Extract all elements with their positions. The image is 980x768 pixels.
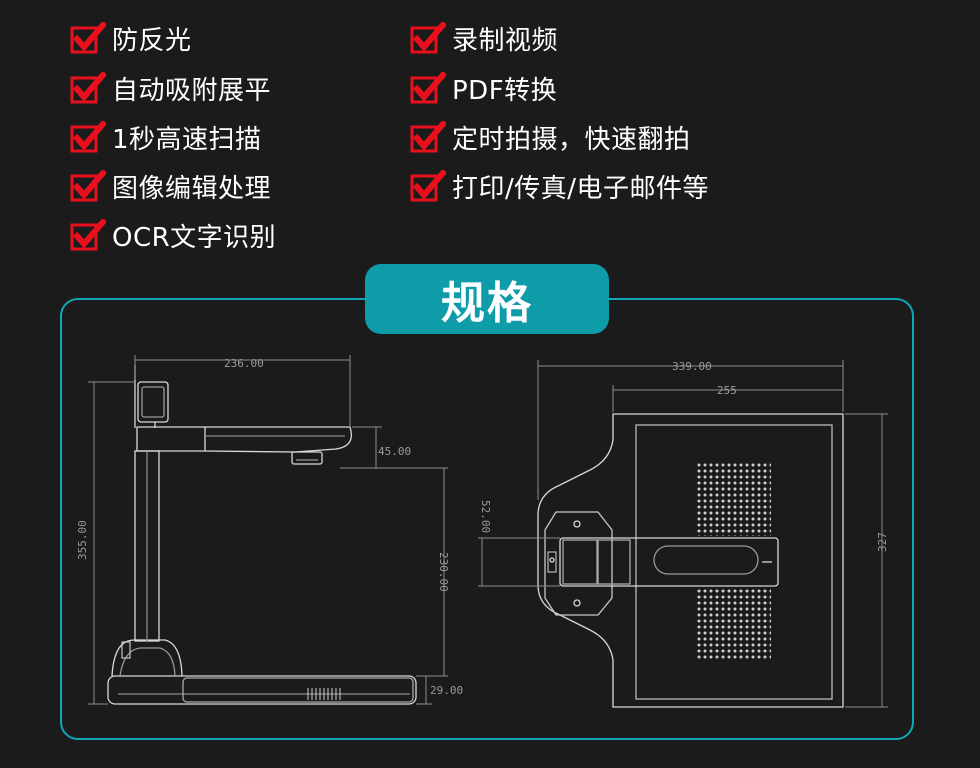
feature-item: PDF转换 xyxy=(410,68,557,108)
dim-plate-width-label: 255 xyxy=(717,384,737,397)
feature-label: OCR文字识别 xyxy=(112,222,277,253)
dim-head-width-label: 52.00 xyxy=(479,500,492,533)
feature-item: 打印/传真/电子邮件等 xyxy=(410,166,709,206)
checkbox-check-icon xyxy=(410,72,446,104)
dim-total-height-label: 355.00 xyxy=(76,520,89,560)
feature-label: 防反光 xyxy=(112,25,192,56)
feature-item: 录制视频 xyxy=(410,18,558,58)
feature-item: 定时拍摄，快速翻拍 xyxy=(410,117,691,157)
checkbox-check-icon xyxy=(410,121,446,153)
top-view-labels: 339.00 255 327 52.00 xyxy=(479,360,889,552)
feature-label: 1秒高速扫描 xyxy=(112,124,262,155)
spec-title-badge: 规格 xyxy=(365,264,609,334)
checkbox-check-icon xyxy=(70,170,106,202)
checkbox-check-icon xyxy=(70,219,106,251)
dim-width-label: 236.00 xyxy=(224,357,264,370)
feature-item: 1秒高速扫描 xyxy=(70,117,262,157)
checkbox-check-icon xyxy=(70,72,106,104)
dotted-pad-upper xyxy=(697,463,771,536)
side-view-drawing xyxy=(107,365,417,705)
feature-item: OCR文字识别 xyxy=(70,215,276,255)
feature-list: 防反光 自动吸附展平 1秒高速扫描 图像编辑处理 OCR文字识别 xyxy=(0,0,980,260)
feature-label: 打印/传真/电子邮件等 xyxy=(452,173,710,204)
top-view-dimension-lines xyxy=(478,360,888,708)
feature-label: PDF转换 xyxy=(452,75,558,106)
side-view-labels: 236.00 45.00 29.00 355.00 230.00 xyxy=(76,357,463,697)
dim-overall-width-label: 339.00 xyxy=(672,360,712,373)
dim-head-height-label: 45.00 xyxy=(378,445,411,458)
dim-depth-label: 327 xyxy=(876,532,889,552)
spec-title: 规格 xyxy=(441,278,533,329)
dim-clearance-label: 230.00 xyxy=(437,552,450,592)
feature-label: 定时拍摄，快速翻拍 xyxy=(452,124,691,155)
side-view-dimension-lines xyxy=(88,355,448,705)
dotted-pad-lower xyxy=(697,588,771,661)
checkbox-check-icon xyxy=(70,121,106,153)
feature-item: 防反光 xyxy=(70,18,192,58)
checkbox-check-icon xyxy=(410,22,446,54)
checkbox-check-icon xyxy=(70,22,106,54)
feature-label: 录制视频 xyxy=(452,25,559,56)
feature-item: 图像编辑处理 xyxy=(70,166,271,206)
feature-label: 图像编辑处理 xyxy=(112,173,272,204)
checkbox-check-icon xyxy=(410,170,446,202)
feature-item: 自动吸附展平 xyxy=(70,68,271,108)
feature-label: 自动吸附展平 xyxy=(112,75,272,106)
dim-base-height-label: 29.00 xyxy=(430,684,463,697)
top-view-drawing xyxy=(537,413,844,708)
